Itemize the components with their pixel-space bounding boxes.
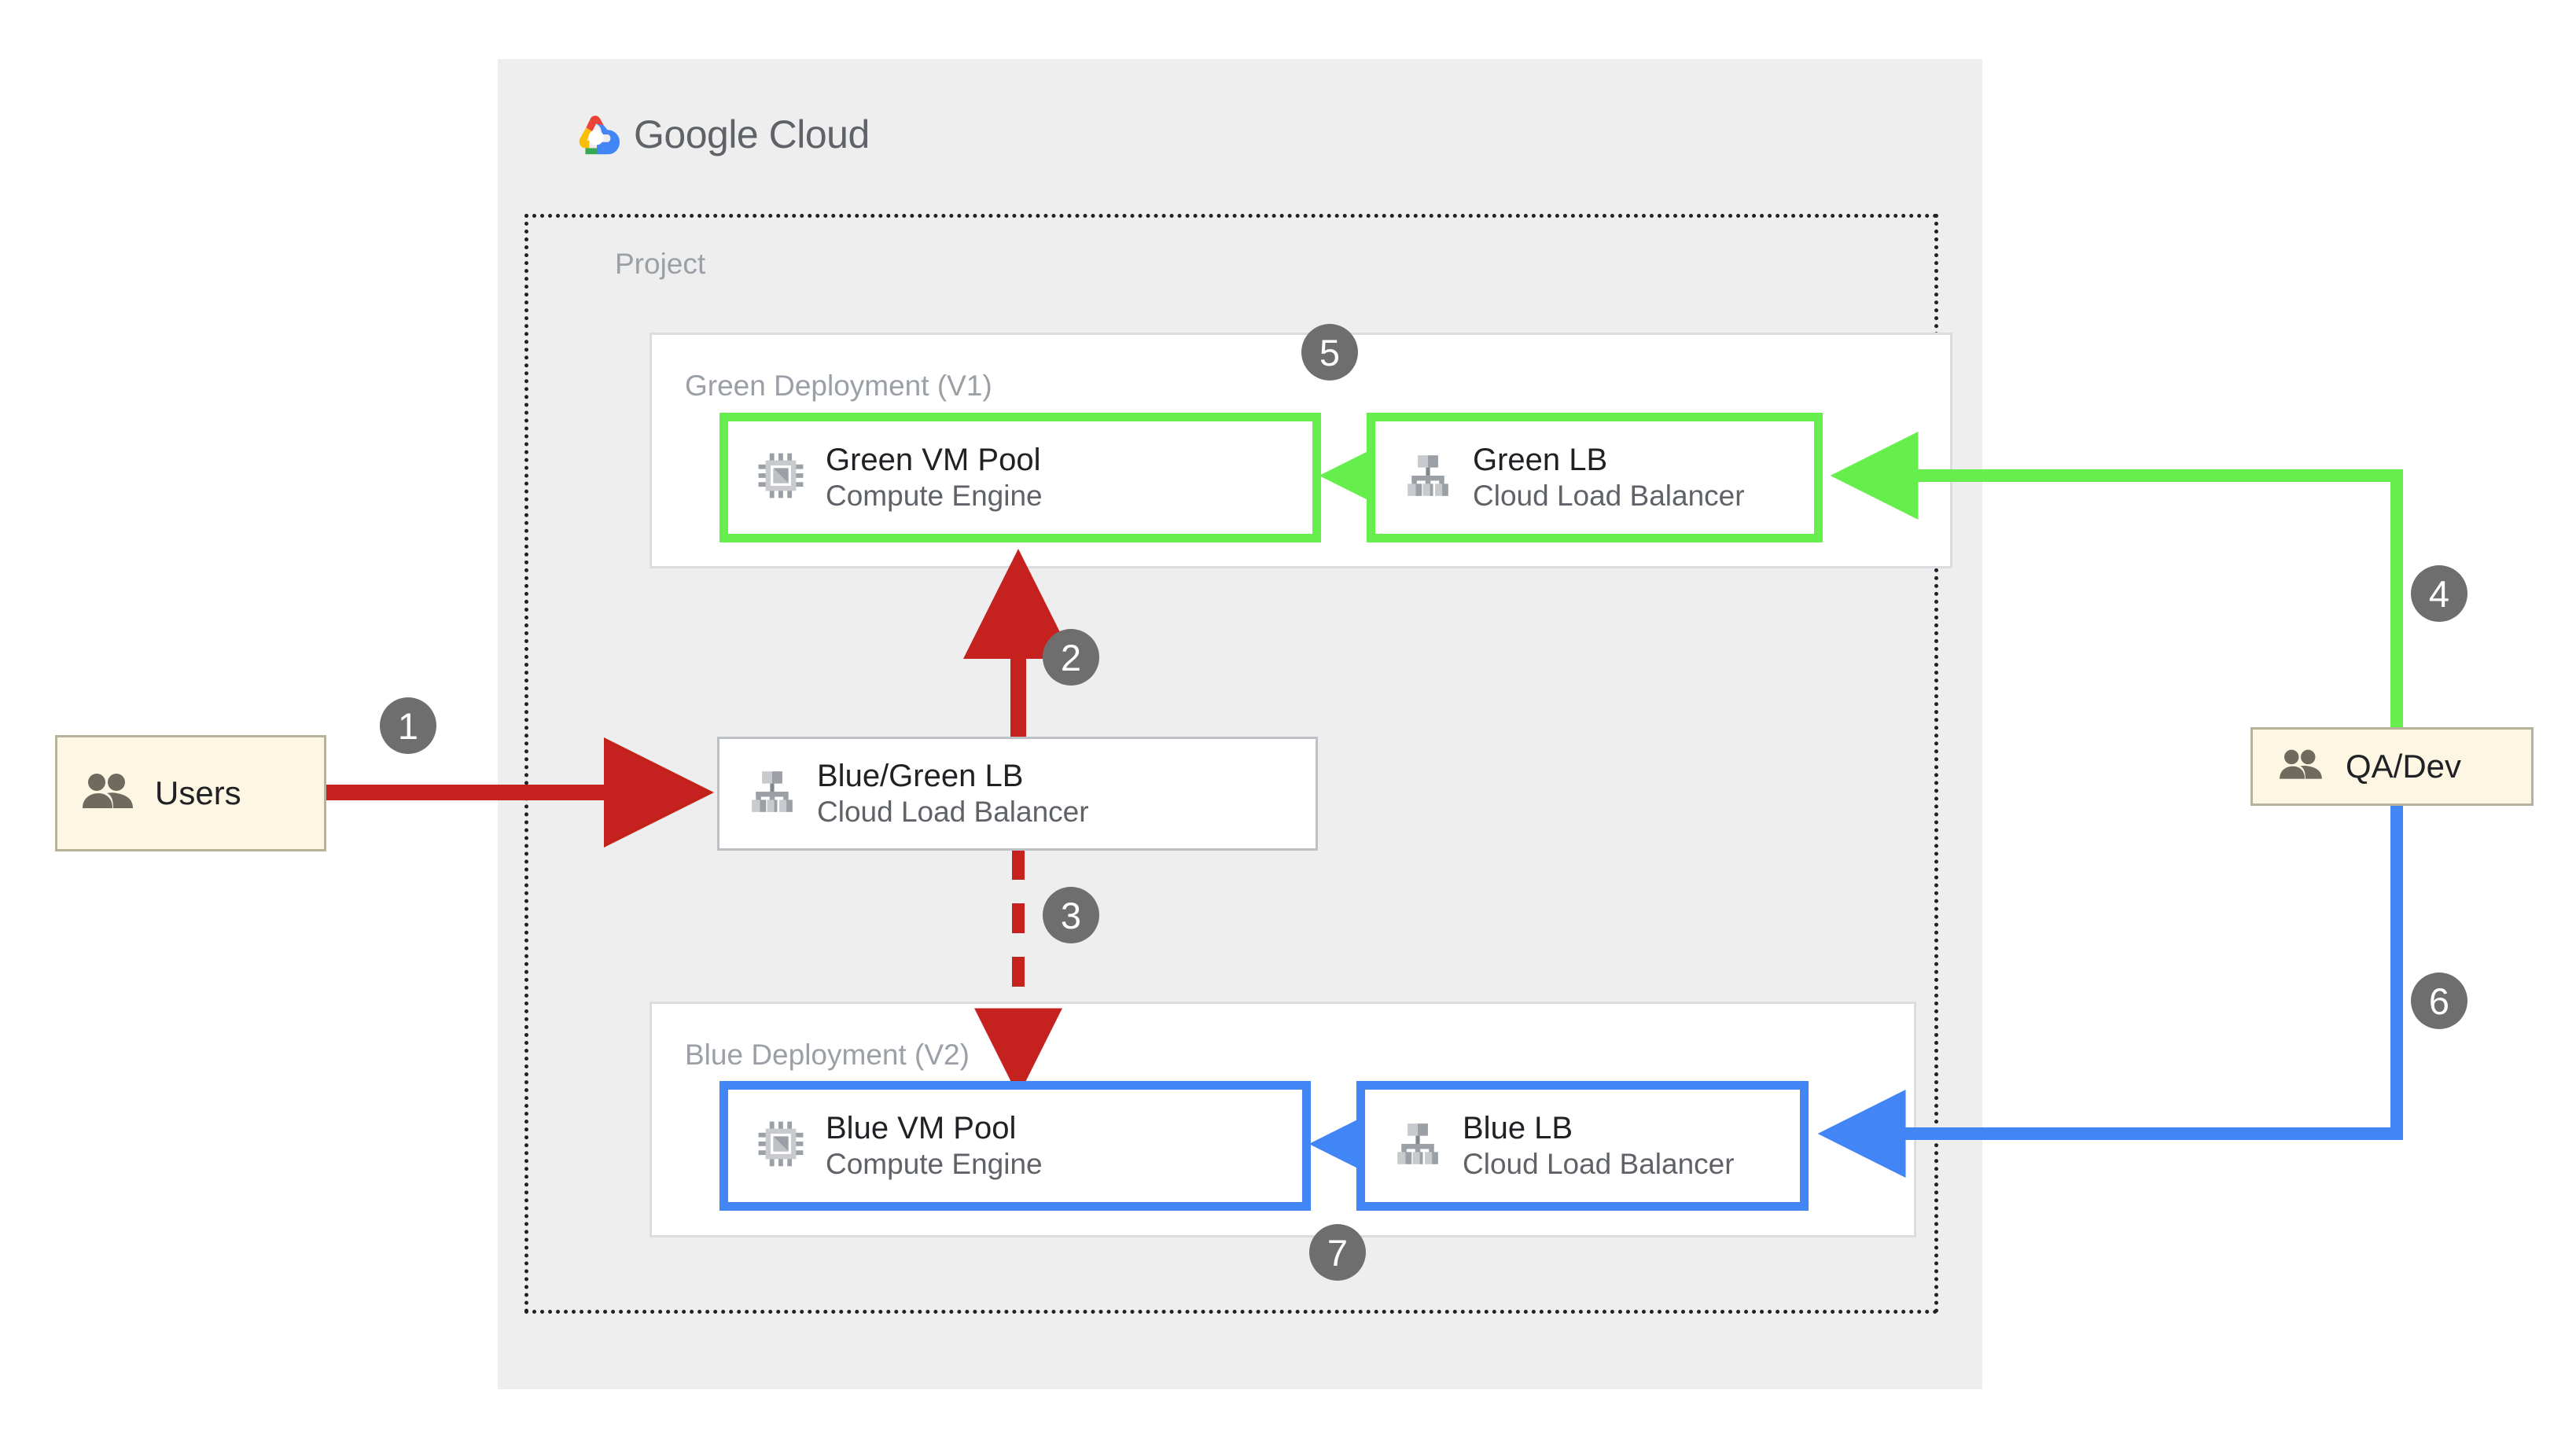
- actor-label: QA/Dev: [2346, 748, 2462, 785]
- node-subtitle: Compute Engine: [826, 1148, 1043, 1181]
- node-subtitle: Compute Engine: [826, 480, 1043, 513]
- node-blue-vm-pool[interactable]: Blue VM Pool Compute Engine: [719, 1081, 1311, 1211]
- node-subtitle: Cloud Load Balancer: [1463, 1148, 1735, 1181]
- brand-text: Google: [634, 112, 759, 156]
- cpu-chip-icon: [756, 1120, 805, 1172]
- google-cloud-wordmark: Google Cloud: [634, 112, 870, 157]
- load-balancer-icon: [748, 767, 797, 820]
- project-label: Project: [615, 248, 706, 280]
- node-green-vm-pool[interactable]: Green VM Pool Compute Engine: [719, 413, 1321, 542]
- google-cloud-mark-icon: [572, 110, 621, 159]
- load-balancer-icon: [1393, 1120, 1442, 1172]
- node-title: Blue LB: [1463, 1111, 1573, 1146]
- node-subtitle: Cloud Load Balancer: [817, 796, 1089, 829]
- node-bluegreen-lb[interactable]: Blue/Green LB Cloud Load Balancer: [717, 737, 1318, 851]
- actor-users[interactable]: Users: [55, 735, 326, 851]
- step-badge-4: 4: [2411, 565, 2467, 622]
- node-title: Green VM Pool: [826, 443, 1041, 478]
- step-badge-5: 5: [1301, 324, 1358, 381]
- product-text: Cloud: [768, 112, 870, 156]
- step-badge-6: 6: [2411, 973, 2467, 1029]
- step-badge-1: 1: [380, 697, 436, 754]
- step-badge-2: 2: [1043, 629, 1099, 686]
- load-balancer-icon: [1404, 451, 1452, 504]
- node-title: Blue/Green LB: [817, 759, 1024, 794]
- cpu-chip-icon: [756, 451, 805, 504]
- node-subtitle: Cloud Load Balancer: [1473, 480, 1745, 513]
- actor-qa-dev[interactable]: QA/Dev: [2250, 727, 2534, 806]
- actor-label: Users: [155, 774, 241, 811]
- people-icon: [81, 772, 134, 815]
- blue-deployment-label: Blue Deployment (V2): [685, 1039, 970, 1071]
- node-title: Green LB: [1473, 443, 1608, 478]
- node-green-lb[interactable]: Green LB Cloud Load Balancer: [1367, 413, 1823, 542]
- step-badge-7: 7: [1309, 1224, 1366, 1281]
- step-badge-3: 3: [1043, 887, 1099, 943]
- node-title: Blue VM Pool: [826, 1111, 1017, 1146]
- project-boundary: [524, 214, 1938, 1314]
- green-deployment-label: Green Deployment (V1): [685, 370, 992, 402]
- google-cloud-logo: Google Cloud: [572, 110, 870, 159]
- node-blue-lb[interactable]: Blue LB Cloud Load Balancer: [1356, 1081, 1809, 1211]
- people-icon: [2276, 748, 2325, 785]
